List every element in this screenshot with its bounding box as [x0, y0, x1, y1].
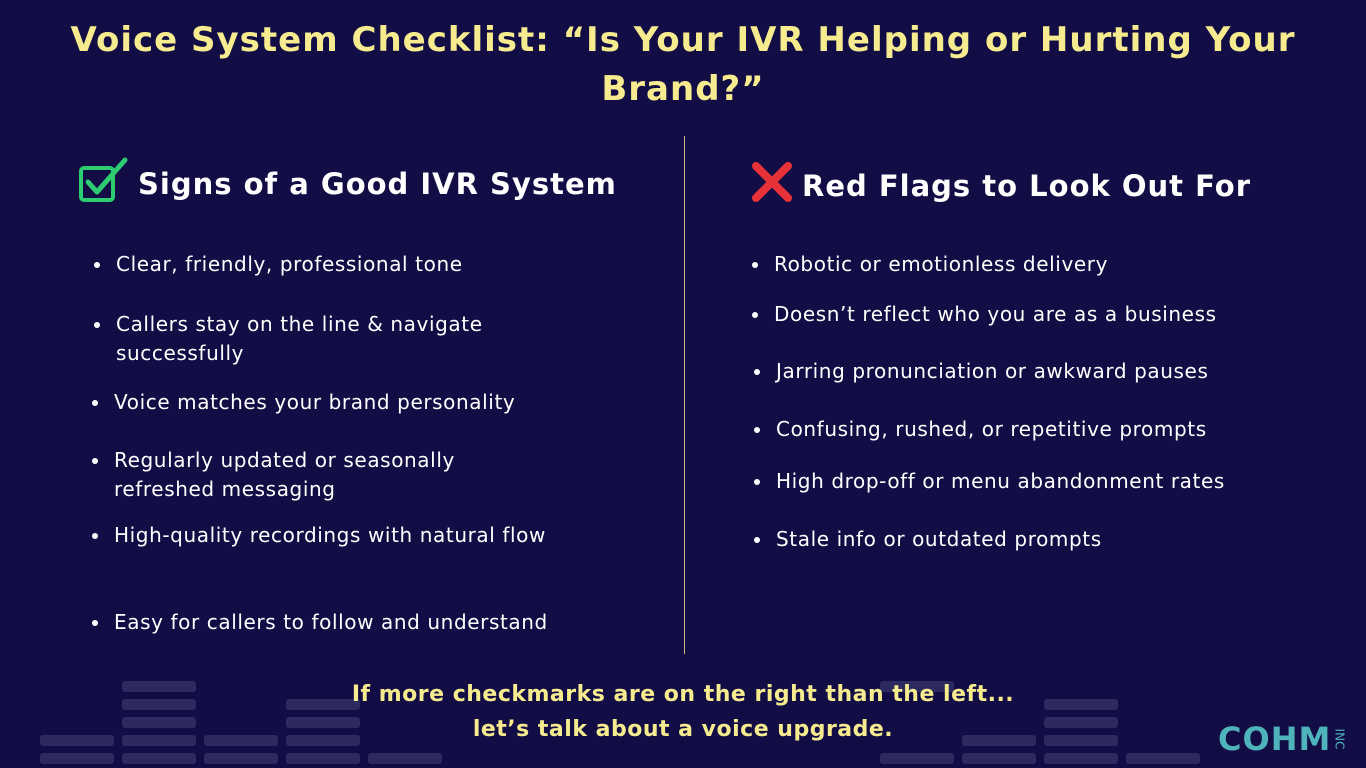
cohm-logo: COHM INC: [1218, 720, 1350, 758]
logo-suffix: INC: [1332, 728, 1347, 750]
page-title: Voice System Checklist: “Is Your IVR Hel…: [70, 20, 1296, 109]
bad-item: Doesn’t reflect who you are as a busines…: [750, 300, 1217, 329]
good-heading-label: Signs of a Good IVR System: [138, 166, 617, 201]
bullet-icon: [92, 533, 98, 539]
red-x-icon: [750, 160, 794, 211]
good-item: Voice matches your brand personality: [90, 388, 515, 417]
bullet-icon: [92, 620, 98, 626]
bullet-icon: [92, 458, 98, 464]
bullet-icon: [754, 427, 760, 433]
bad-heading: Red Flags to Look Out For: [750, 160, 1251, 211]
equalizer-decoration: [0, 668, 1366, 768]
bullet-icon: [94, 322, 100, 328]
good-item: High-quality recordings with natural flo…: [90, 521, 546, 550]
logo-text: COHM: [1218, 720, 1332, 758]
bad-item: Confusing, rushed, or repetitive prompts: [752, 415, 1207, 444]
bad-item: Robotic or emotionless delivery: [750, 250, 1108, 279]
bullet-icon: [754, 537, 760, 543]
bullet-icon: [754, 369, 760, 375]
bad-item: Jarring pronunciation or awkward pauses: [752, 357, 1208, 386]
bullet-icon: [752, 262, 758, 268]
bullet-icon: [92, 400, 98, 406]
column-divider: [684, 136, 685, 654]
checkbox-check-icon: [78, 156, 130, 211]
bullet-icon: [94, 262, 100, 268]
bullet-icon: [752, 312, 758, 318]
footer-callout: If more checkmarks are on the right than…: [351, 682, 1015, 742]
bad-heading-label: Red Flags to Look Out For: [802, 168, 1251, 203]
good-item: Callers stay on the line & navigate succ…: [92, 310, 566, 368]
bullet-icon: [754, 479, 760, 485]
good-item: Regularly updated or seasonally refreshe…: [90, 446, 534, 504]
bad-item: High drop-off or menu abandonment rates: [752, 467, 1225, 496]
good-heading: Signs of a Good IVR System: [78, 156, 617, 211]
good-item: Clear, friendly, professional tone: [92, 250, 463, 279]
good-item: Easy for callers to follow and understan…: [90, 608, 548, 637]
bad-item: Stale info or outdated prompts: [752, 525, 1102, 554]
